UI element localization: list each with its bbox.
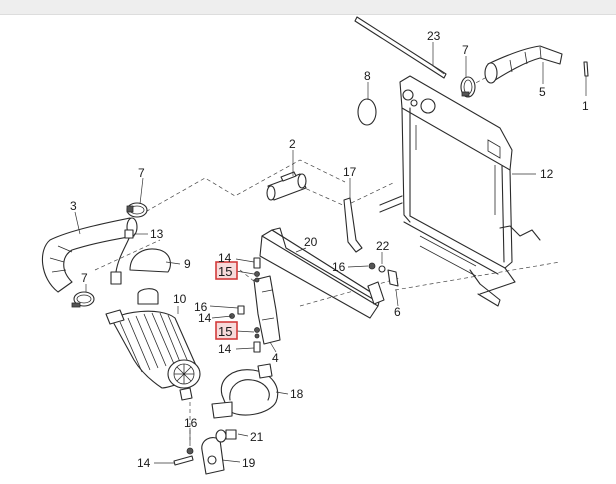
leader-lines xyxy=(74,42,587,464)
top-bar xyxy=(0,0,616,15)
callout-9[interactable]: 9 xyxy=(184,257,191,271)
part-7-clamp-bottom[interactable] xyxy=(71,291,95,308)
part-10-air-filter[interactable] xyxy=(105,288,201,401)
callout-12[interactable]: 12 xyxy=(540,167,554,181)
highlight-box-15-upper xyxy=(215,261,238,280)
callout-10[interactable]: 10 xyxy=(173,292,187,306)
part-20-bracket-rail[interactable] xyxy=(259,227,385,319)
callout-4[interactable]: 4 xyxy=(272,351,279,365)
part-7-clamp-left[interactable] xyxy=(126,202,148,218)
callout-22[interactable]: 22 xyxy=(376,239,390,253)
callout-6[interactable]: 6 xyxy=(394,305,401,319)
part-7-clamp-top[interactable] xyxy=(460,76,476,98)
callout-1[interactable]: 1 xyxy=(582,99,589,113)
part-9-cap[interactable] xyxy=(129,248,171,273)
part-12-radiator-frame[interactable] xyxy=(379,75,541,307)
lower-fastener-stack[interactable] xyxy=(229,305,261,353)
part-17-bracket[interactable] xyxy=(343,197,363,253)
callout-7-top[interactable]: 7 xyxy=(462,43,469,57)
callout-2[interactable]: 2 xyxy=(289,137,296,151)
part-2-pipe[interactable] xyxy=(266,171,307,201)
callout-17[interactable]: 17 xyxy=(343,165,357,179)
callout-labels: 23 7 5 1 8 2 12 7 3 13 9 10 17 20 22 16 … xyxy=(70,29,589,470)
callout-14-mid[interactable]: 14 xyxy=(198,311,212,325)
part-4-bracket[interactable] xyxy=(253,275,281,345)
callout-16-bottom[interactable]: 16 xyxy=(184,416,198,430)
callout-16-right[interactable]: 16 xyxy=(332,260,346,274)
callout-7-left[interactable]: 7 xyxy=(138,166,145,180)
part-13-sensor[interactable] xyxy=(110,229,134,285)
callout-5[interactable]: 5 xyxy=(539,85,546,99)
callout-20[interactable]: 20 xyxy=(304,235,318,249)
callout-3[interactable]: 3 xyxy=(70,199,77,213)
assembly-dashed-lines xyxy=(94,69,561,440)
part-5-hose-top[interactable] xyxy=(484,45,563,84)
part-18-mounting-band[interactable] xyxy=(211,363,279,419)
callout-13[interactable]: 13 xyxy=(150,227,164,241)
callout-8[interactable]: 8 xyxy=(364,69,371,83)
callout-15-upper[interactable]: 15 xyxy=(218,264,232,279)
part-19-bracket[interactable] xyxy=(201,437,225,475)
callout-21[interactable]: 21 xyxy=(250,430,264,444)
callout-14-lower[interactable]: 14 xyxy=(218,342,232,356)
callout-23[interactable]: 23 xyxy=(427,29,441,43)
callout-18[interactable]: 18 xyxy=(290,387,304,401)
callout-14-upper[interactable]: 14 xyxy=(218,251,232,265)
part-3-hose-left[interactable] xyxy=(41,217,138,293)
highlight-box-15-lower xyxy=(215,321,238,340)
part-1-pin[interactable] xyxy=(583,61,589,77)
callout-16-mid[interactable]: 16 xyxy=(194,300,208,314)
upper-fastener-stack[interactable] xyxy=(253,257,261,283)
callout-19[interactable]: 19 xyxy=(242,456,256,470)
bottom-bolts[interactable] xyxy=(173,447,194,466)
callout-7-bottom[interactable]: 7 xyxy=(81,271,88,285)
callout-15-lower[interactable]: 15 xyxy=(218,324,232,339)
part-21-bushing[interactable] xyxy=(215,429,237,443)
right-hardware[interactable] xyxy=(368,262,399,287)
part-8-cover-disk[interactable] xyxy=(357,98,377,126)
callout-14-bottom[interactable]: 14 xyxy=(137,456,151,470)
part-23-strip[interactable] xyxy=(354,16,447,79)
